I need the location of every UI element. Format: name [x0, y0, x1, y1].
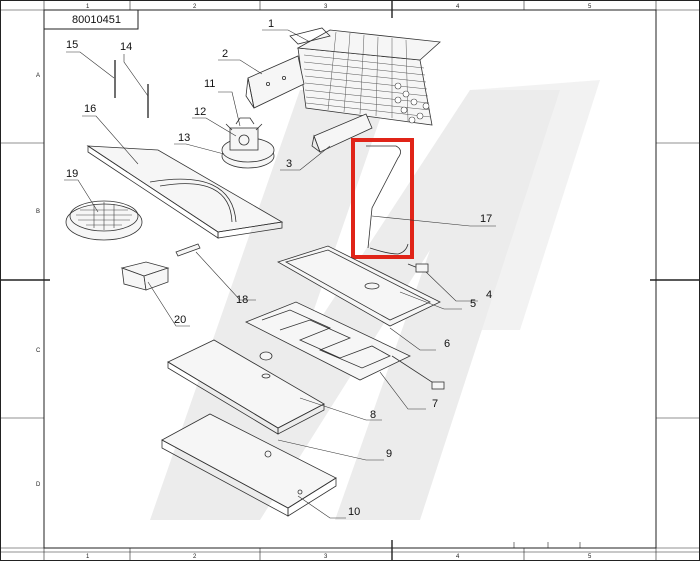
callout-labels: 1 2 3 4 5 6 7 8 9 10 11 12 13 14 15 16 1…	[66, 18, 492, 518]
part-heater-tube	[366, 145, 409, 255]
row-ref-left-a: A	[36, 73, 40, 79]
part-small-bracket	[175, 243, 201, 257]
col-ref-top-4: 4	[456, 4, 460, 10]
highlight-frame	[351, 138, 414, 259]
col-ref-bottom-3: 3	[324, 554, 328, 560]
part-drain-tray	[277, 245, 441, 327]
callout-12: 12	[194, 106, 206, 118]
row-ref-left-b: B	[36, 209, 40, 215]
col-ref-bottom-2: 2	[193, 554, 197, 560]
row-ref-left-d: D	[36, 482, 41, 488]
col-ref-bottom-5: 5	[588, 554, 592, 560]
callout-15: 15	[66, 39, 78, 51]
callout-6: 6	[444, 338, 450, 350]
col-ref-top-2: 2	[193, 4, 197, 10]
callout-5: 5	[470, 298, 476, 310]
part-side-bracket	[245, 55, 305, 109]
callout-13: 13	[178, 132, 190, 144]
callout-2: 2	[222, 48, 228, 60]
callout-9: 9	[386, 448, 392, 460]
callout-8: 8	[370, 409, 376, 421]
callout-17: 17	[480, 213, 492, 225]
callout-1: 1	[268, 18, 274, 30]
callout-16: 16	[84, 103, 96, 115]
col-ref-bottom-4: 4	[456, 554, 460, 560]
part-sensors	[114, 60, 149, 118]
callout-3: 3	[286, 158, 292, 170]
part-lower-bracket	[311, 113, 373, 154]
part-fan-assembly	[221, 117, 275, 169]
part-small-box	[120, 261, 170, 291]
col-ref-top-5: 5	[588, 4, 592, 10]
part-base-plate	[161, 413, 337, 517]
frame-references: 1 2 3 4 5 1 2 3 4 5 A B C D	[36, 4, 592, 560]
col-ref-top-3: 3	[324, 4, 328, 10]
row-ref-left-c: C	[36, 348, 41, 354]
callout-10: 10	[348, 506, 360, 518]
callout-14: 14	[120, 41, 132, 53]
callout-4: 4	[486, 289, 492, 301]
callout-20: 20	[174, 314, 186, 326]
leader-lines	[64, 29, 496, 519]
part-evaporator-coil	[289, 27, 441, 126]
callout-11: 11	[204, 78, 215, 90]
part-round-grille	[65, 200, 143, 241]
callout-19: 19	[66, 168, 78, 180]
drawing-number: 80010451	[72, 14, 121, 26]
part-cover-tray	[86, 145, 284, 239]
col-ref-bottom-1: 1	[86, 554, 90, 560]
callout-7: 7	[432, 398, 438, 410]
drawing-number-box: 80010451	[43, 9, 139, 30]
callout-18: 18	[236, 294, 248, 306]
part-heating-element	[245, 301, 445, 390]
col-ref-top-1: 1	[86, 4, 90, 10]
part-plate	[167, 339, 325, 435]
